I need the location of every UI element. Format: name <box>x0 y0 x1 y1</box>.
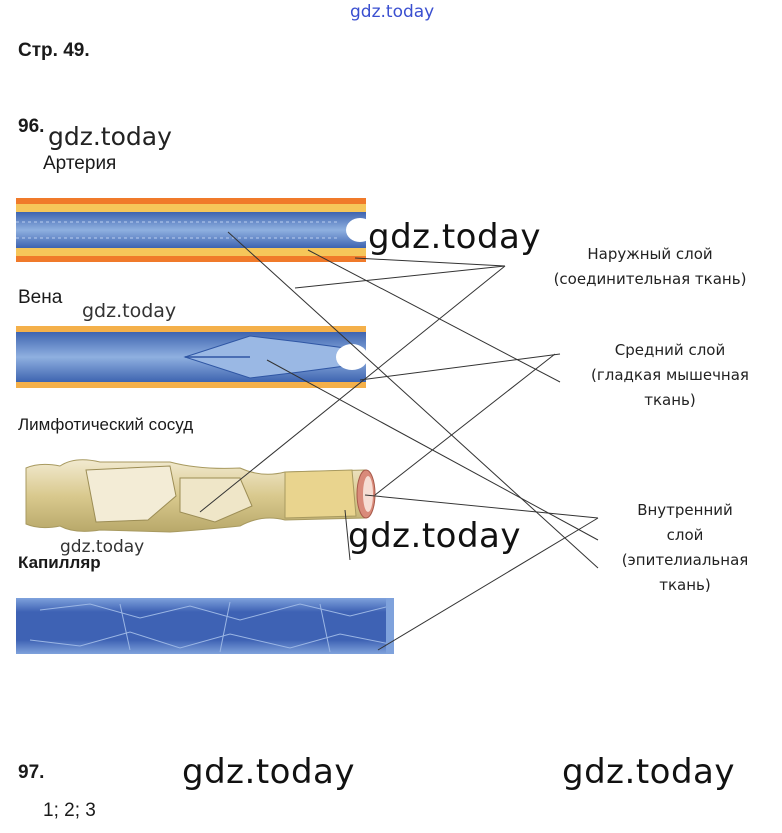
inner-layer-line-2: слой <box>666 526 704 544</box>
capillary-label: Капилляр <box>18 553 101 572</box>
vein-label: Вена <box>18 287 63 308</box>
artery-image <box>16 198 374 262</box>
middle-layer-line-3: ткань) <box>644 391 696 409</box>
outer-layer-line-2: (соединительная ткань) <box>553 270 747 288</box>
inner-layer-line-4: ткань) <box>659 576 711 594</box>
lymph-vessel-image <box>25 459 376 533</box>
watermark-7: gdz.today <box>562 752 735 792</box>
outer-layer-line-1: Наружный слой <box>587 245 713 263</box>
watermark-4: gdz.today <box>348 516 521 556</box>
outer-layer-label: Наружный слой (соединительная ткань) <box>540 242 760 292</box>
inner-layer-label: Внутренний слой (эпителиальная ткань) <box>610 498 760 598</box>
top-watermark: gdz.today <box>350 2 435 22</box>
vein-image <box>16 326 368 388</box>
watermark-6: gdz.today <box>182 752 355 792</box>
page-label: Стр. 49. <box>18 40 90 61</box>
connector-lines <box>199 231 599 651</box>
artery-label: Артерия <box>43 153 117 174</box>
lymph-vessel-label: Лимфотический сосуд <box>18 415 194 434</box>
task-96-number: 96. <box>18 116 45 137</box>
middle-layer-label: Средний слой (гладкая мышечная ткань) <box>570 338 770 413</box>
watermark-1: gdz.today <box>48 122 172 151</box>
task-97-number: 97. <box>18 762 45 783</box>
task-97-answer: 1; 2; 3 <box>43 800 96 821</box>
capillary-image <box>16 598 394 654</box>
watermark-3: gdz.today <box>82 300 177 322</box>
watermark-2: gdz.today <box>368 217 541 257</box>
inner-layer-line-3: (эпителиальная <box>621 551 749 569</box>
middle-layer-line-1: Средний слой <box>614 341 726 359</box>
watermark-5: gdz.today <box>60 537 145 557</box>
inner-layer-line-1: Внутренний <box>637 501 733 519</box>
middle-layer-line-2: (гладкая мышечная <box>591 366 749 384</box>
